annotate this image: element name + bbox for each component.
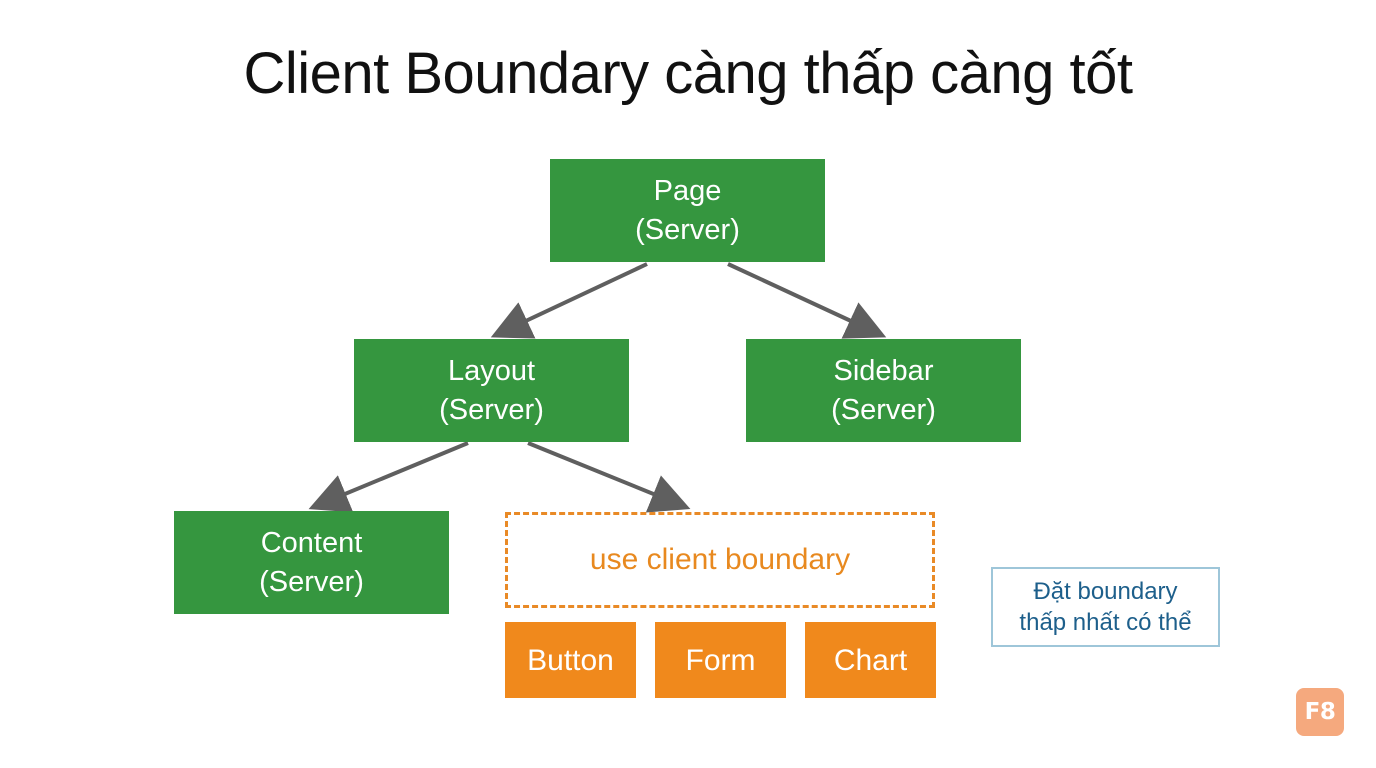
content-node-kind: (Server) — [259, 565, 364, 598]
page-node-kind: (Server) — [635, 213, 740, 246]
client-boundary-box: use client boundary — [505, 512, 935, 608]
edge-page-layout — [490, 262, 648, 339]
layout-node-name: Layout — [447, 354, 536, 387]
form-node: Form — [655, 622, 786, 698]
f8-logo: F8 — [1296, 688, 1344, 736]
edge-layout-content — [308, 441, 469, 513]
layout-node: Layout (Server) — [354, 339, 629, 442]
layout-node-kind: (Server) — [439, 393, 544, 426]
chart-node: Chart — [805, 622, 936, 698]
boundary-note: Đặt boundary thấp nhất có thể — [991, 567, 1220, 647]
button-node-label: Button — [527, 643, 614, 677]
content-node: Content (Server) — [174, 511, 449, 614]
sidebar-node-kind: (Server) — [831, 393, 936, 426]
sidebar-node-name: Sidebar — [833, 354, 934, 387]
edge-page-sidebar — [727, 262, 887, 339]
form-node-label: Form — [685, 643, 756, 677]
boundary-note-line-2: thấp nhất có thể — [1019, 609, 1192, 636]
chart-node-label: Chart — [833, 643, 908, 677]
edge-layout-client-boundary — [527, 441, 691, 513]
client-boundary-label: use client boundary — [589, 543, 851, 576]
diagram-title: Client Boundary càng thấp càng tốt — [243, 41, 1133, 106]
page-node-name: Page — [653, 174, 722, 207]
button-node: Button — [505, 622, 636, 698]
sidebar-node: Sidebar (Server) — [746, 339, 1021, 442]
content-node-name: Content — [260, 526, 363, 559]
boundary-note-line-1: Đặt boundary — [1033, 578, 1178, 605]
page-node: Page (Server) — [550, 159, 825, 262]
